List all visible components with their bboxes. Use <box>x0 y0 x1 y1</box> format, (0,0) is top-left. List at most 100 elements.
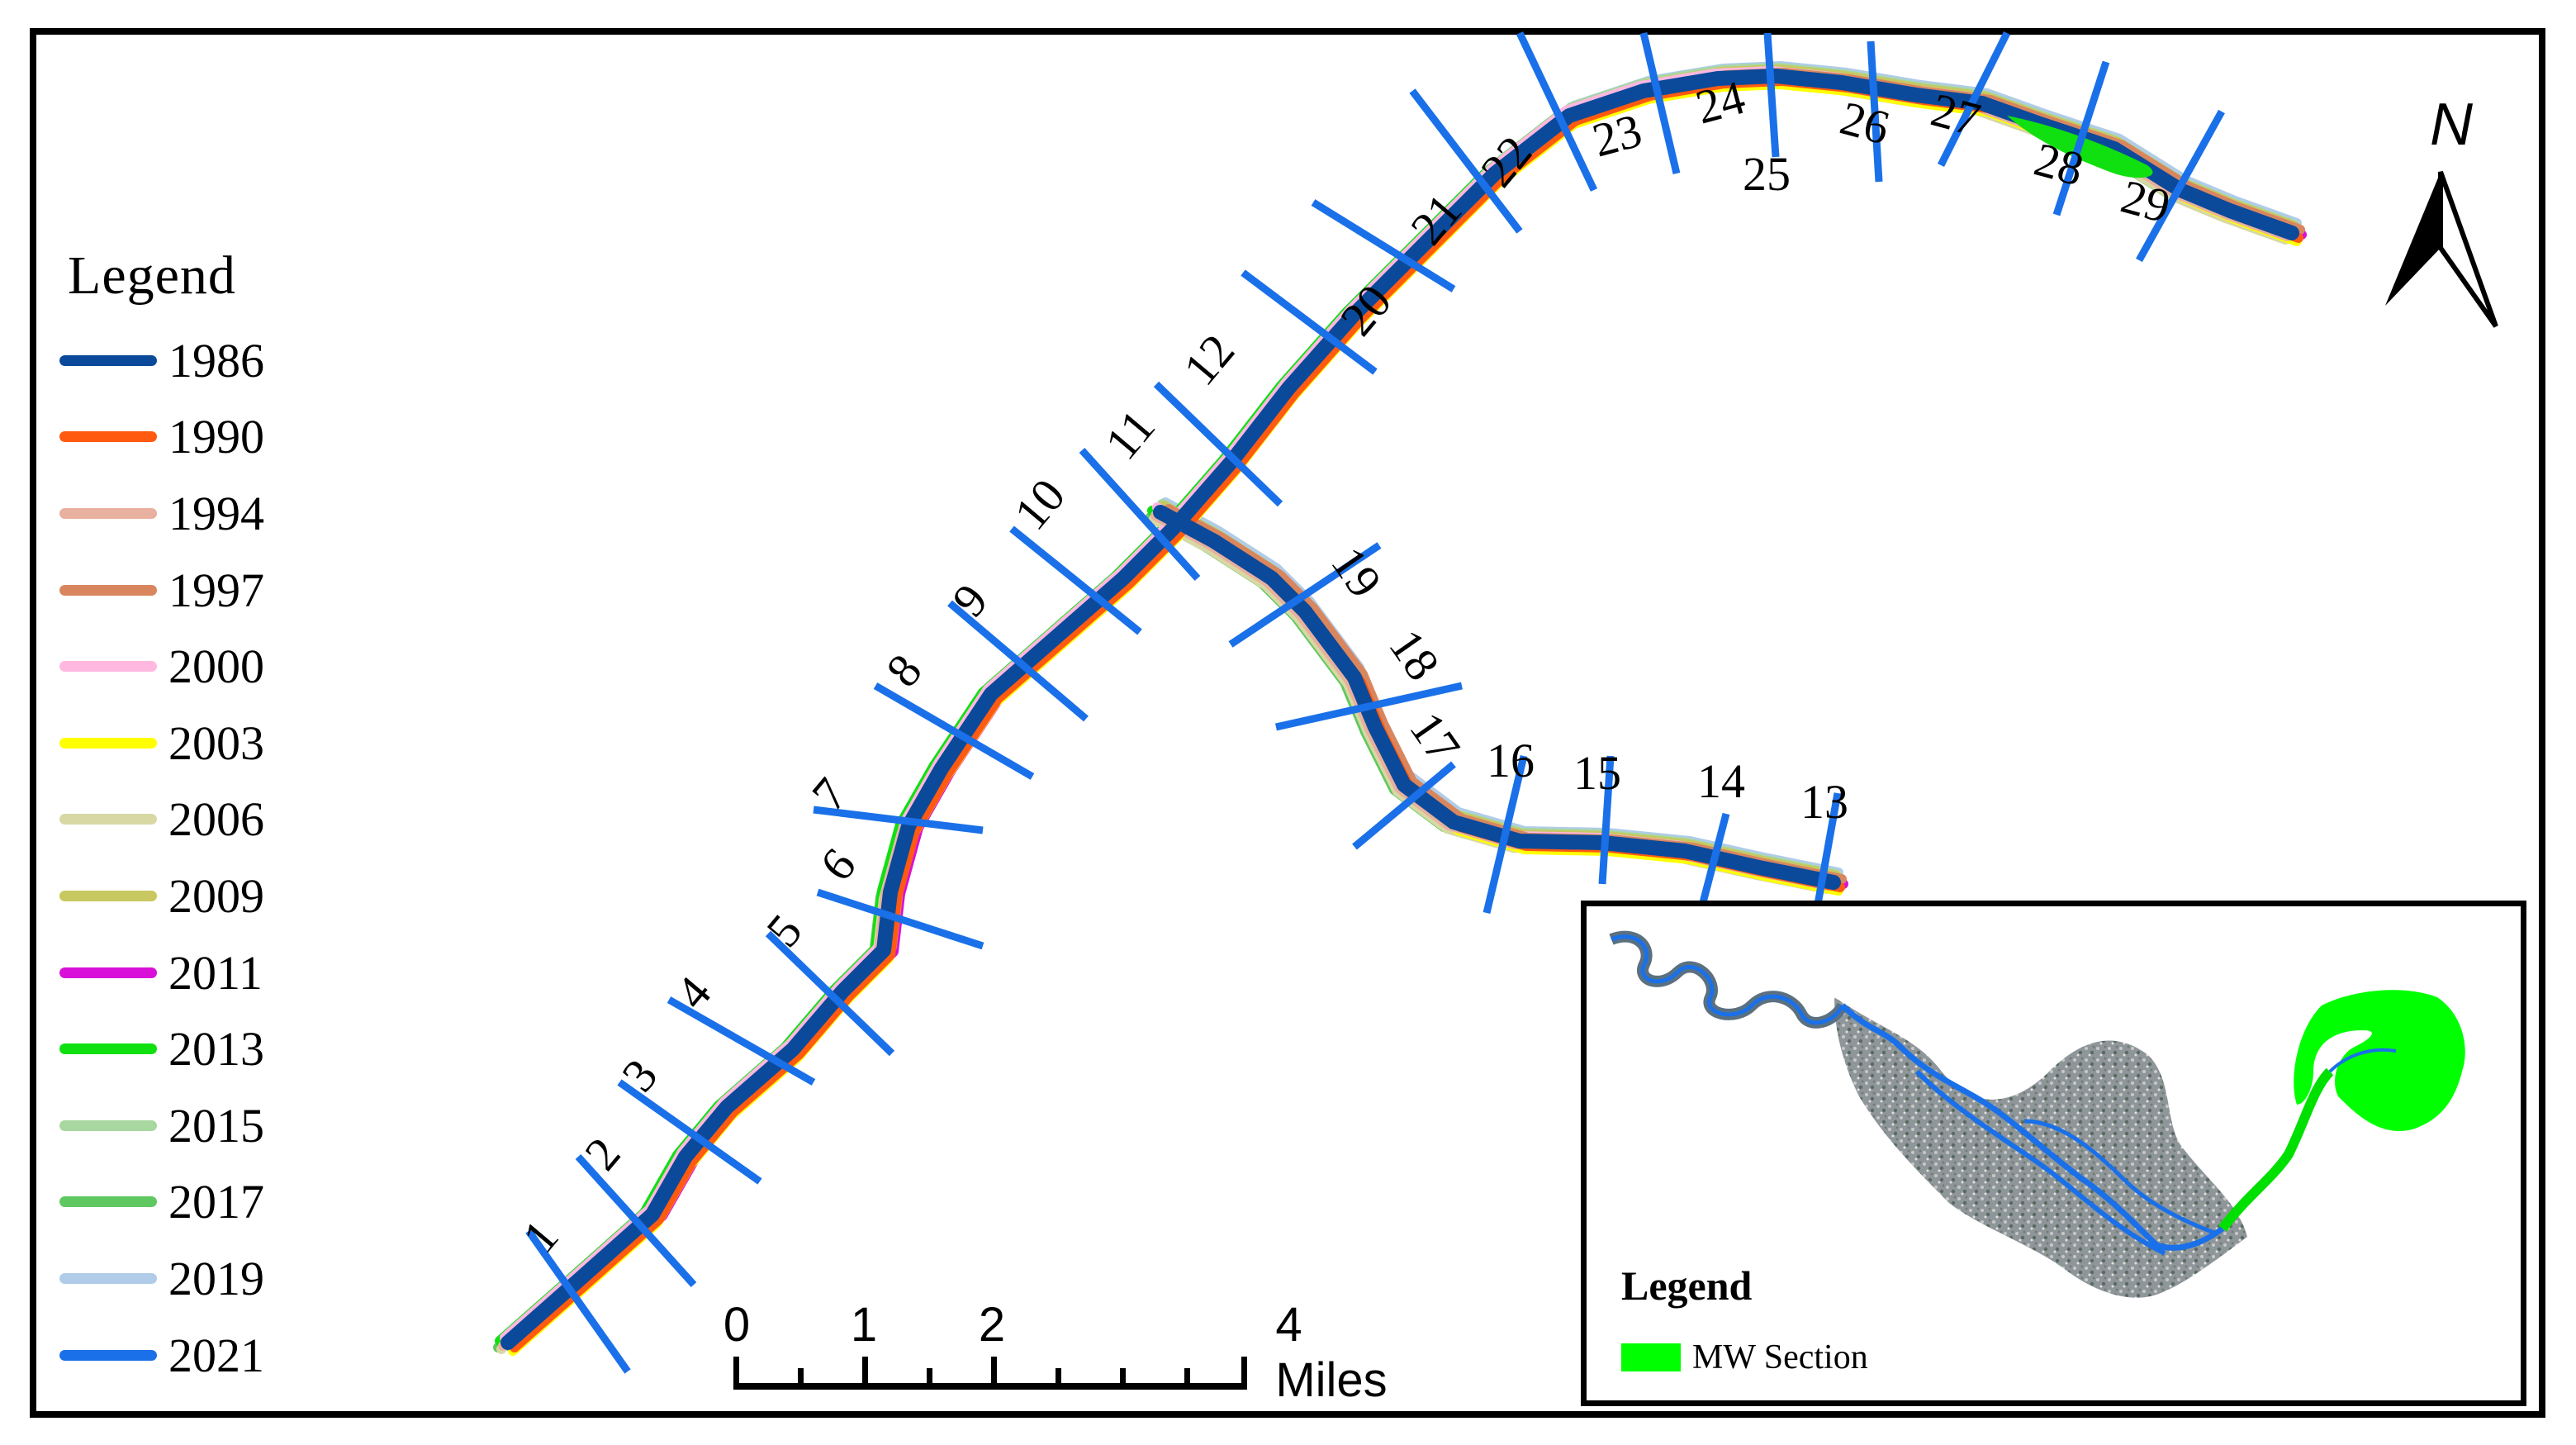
legend-item-1994: 1994 <box>59 475 324 552</box>
scale-label-1: 1 <box>850 1298 878 1352</box>
north-arrow: N <box>2379 91 2502 330</box>
cross-section-line-13 <box>1813 792 1842 910</box>
scale-label-0: 0 <box>723 1298 751 1352</box>
cross-section-line-25 <box>1763 32 1780 158</box>
legend-item-2006: 2006 <box>59 782 324 858</box>
cross-section-label-28: 28 <box>2029 132 2090 197</box>
scale-tick <box>991 1357 997 1388</box>
scale-tick <box>1056 1368 1061 1388</box>
legend: Legend 1986 1990 1994 1997 2000 2003 2006 2009 2… <box>59 245 324 1393</box>
cross-section-line-19 <box>1228 542 1382 648</box>
legend-item-2015: 2015 <box>59 1087 324 1164</box>
scale-label-2: 2 <box>978 1298 1006 1352</box>
legend-title: Legend <box>68 245 236 306</box>
legend-item-1986: 1986 <box>59 322 324 399</box>
north-label: N <box>2430 92 2473 158</box>
scale-bar: 0 1 2 4 Miles <box>719 1297 1388 1413</box>
cross-section-label-12: 12 <box>1173 324 1245 395</box>
cross-section-line-1 <box>525 1229 631 1374</box>
legend-swatch <box>59 661 157 673</box>
cross-section-label-16: 16 <box>1487 734 1535 787</box>
legend-items: 1986 1990 1994 1997 2000 2003 2006 2009 2011 2013… <box>59 322 324 1393</box>
legend-item-2021: 2021 <box>59 1317 324 1394</box>
cross-section-line-8 <box>873 682 1035 780</box>
legend-label: 1990 <box>168 410 264 464</box>
cross-section-label-29: 29 <box>2116 169 2176 234</box>
legend-label: 1994 <box>168 486 264 540</box>
cross-section-line-6 <box>816 888 984 950</box>
cross-section-label-6: 6 <box>809 838 866 891</box>
scale-tick <box>927 1368 932 1388</box>
legend-item-2000: 2000 <box>59 628 324 705</box>
cross-section-label-23: 23 <box>1587 103 1648 168</box>
scale-tick <box>1184 1368 1190 1388</box>
legend-label: 2011 <box>168 945 263 1000</box>
inset-main-channel <box>1840 1003 2225 1251</box>
inset-map-box: Legend MW Section <box>1581 901 2526 1406</box>
cross-section-line-3 <box>617 1079 762 1185</box>
cross-section-line-15 <box>1598 755 1615 885</box>
legend-label: 2015 <box>168 1098 264 1153</box>
cross-section-line-10 <box>1009 525 1142 635</box>
cross-section-line-9 <box>947 600 1089 722</box>
inset-legend-title: Legend <box>1621 1262 1753 1309</box>
scale-tick <box>862 1357 868 1388</box>
inset-legend-item: MW Section <box>1621 1338 1868 1377</box>
legend-swatch <box>59 1272 157 1284</box>
cross-section-line-24 <box>1639 31 1681 175</box>
cross-section-label-2: 2 <box>574 1127 630 1180</box>
inset-legend-label: MW Section <box>1692 1338 1868 1376</box>
cross-section-line-16 <box>1483 754 1528 915</box>
cross-section-line-17 <box>1352 761 1456 850</box>
cross-section-line-26 <box>1867 40 1883 183</box>
cross-section-line-7 <box>813 806 984 834</box>
legend-label: 2006 <box>168 792 264 847</box>
cross-section-line-22 <box>1409 88 1523 234</box>
legend-label: 2013 <box>168 1022 264 1077</box>
legend-swatch <box>59 737 157 749</box>
scale-tick <box>798 1368 804 1388</box>
legend-swatch <box>59 354 157 366</box>
legend-label: 2009 <box>168 868 264 923</box>
cross-section-label-14: 14 <box>1697 754 1745 808</box>
legend-swatch <box>59 1043 157 1055</box>
cross-section-line-20 <box>1241 269 1378 375</box>
cross-section-label-18: 18 <box>1378 620 1450 690</box>
cross-section-line-2 <box>575 1153 697 1288</box>
cross-section-line-12 <box>1153 381 1283 507</box>
cross-section-line-23 <box>1516 31 1598 192</box>
legend-label: 2003 <box>168 715 264 770</box>
inset-mw-section <box>2294 990 2465 1131</box>
legend-item-2013: 2013 <box>59 1010 324 1087</box>
legend-label: 2000 <box>168 639 264 694</box>
legend-item-2017: 2017 <box>59 1164 324 1241</box>
legend-swatch <box>59 1196 157 1208</box>
north-arrow-icon <box>2385 170 2498 328</box>
cross-section-label-1: 1 <box>512 1210 568 1262</box>
cross-section-label-26: 26 <box>1835 91 1895 155</box>
cross-section-line-29 <box>2136 109 2225 263</box>
cross-section-line-5 <box>765 930 895 1057</box>
scale-label-4: 4 Miles <box>1275 1298 1388 1407</box>
scale-tick <box>733 1357 739 1388</box>
legend-swatch <box>59 814 157 825</box>
cross-section-label-15: 15 <box>1573 746 1621 800</box>
inset-mw-channel <box>2328 1048 2397 1073</box>
cross-section-label-19: 19 <box>1321 537 1392 607</box>
cross-section-line-28 <box>2052 60 2110 216</box>
legend-item-2019: 2019 <box>59 1240 324 1317</box>
legend-item-2003: 2003 <box>59 705 324 782</box>
cross-section-line-18 <box>1275 682 1463 731</box>
legend-label: 2021 <box>168 1328 264 1382</box>
cross-section-line-27 <box>1937 31 2011 168</box>
scale-bar-line <box>733 1383 1247 1390</box>
cross-section-label-11: 11 <box>1094 400 1165 470</box>
legend-swatch <box>59 890 157 901</box>
cross-section-line-11 <box>1079 447 1201 582</box>
cross-section-line-21 <box>1311 199 1456 292</box>
inset-branch-channel <box>1914 1069 2166 1256</box>
legend-label: 1986 <box>168 333 264 387</box>
legend-swatch <box>59 584 157 596</box>
legend-item-1997: 1997 <box>59 552 324 629</box>
